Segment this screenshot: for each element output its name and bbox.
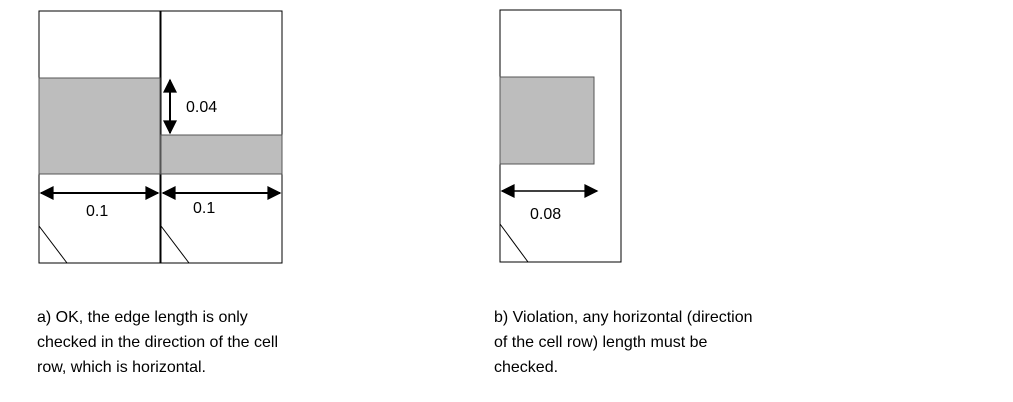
caption-a-line-2: checked in the direction of the cell: [37, 334, 279, 351]
caption-b: b) Violation, any horizontal (direction …: [494, 305, 753, 380]
shape-a-right: [160, 134, 283, 175]
caption-b-line-3: checked.: [494, 359, 559, 376]
caption-b-line-2: of the cell row) length must be: [494, 334, 708, 351]
panel-a: 0.04 0.1 0.1: [38, 10, 283, 264]
corner-mark-a-left: [38, 225, 68, 264]
panel-b: 0.08: [499, 9, 622, 263]
dimension-label-left-a: 0.1: [86, 203, 108, 220]
dimension-label-vertical-a: 0.04: [186, 99, 217, 116]
dimension-label-b: 0.08: [530, 206, 561, 223]
shape-a-left: [38, 77, 161, 175]
corner-mark-b: [499, 223, 529, 263]
corner-mark-a-right: [160, 225, 190, 264]
caption-b-line-1: b) Violation, any horizontal (direction: [494, 309, 753, 326]
caption-a-line-3: row, which is horizontal.: [37, 359, 206, 376]
caption-a: a) OK, the edge length is only checked i…: [37, 305, 278, 380]
shape-b: [499, 76, 595, 165]
dimension-label-right-a: 0.1: [193, 200, 215, 217]
caption-a-line-1: a) OK, the edge length is only: [37, 309, 248, 326]
